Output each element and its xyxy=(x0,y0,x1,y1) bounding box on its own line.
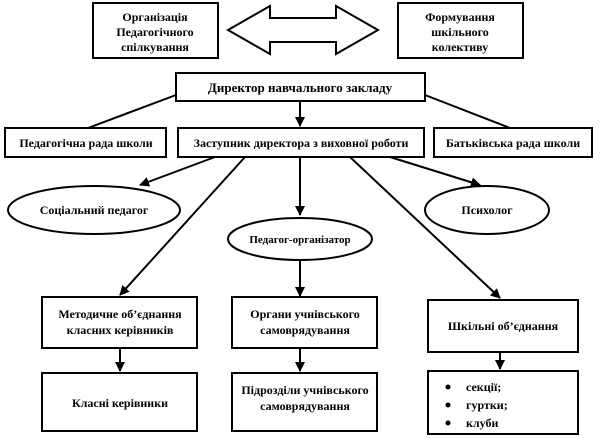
box-deputy xyxy=(177,127,425,158)
methodical-line-2: класних керівників xyxy=(67,323,174,337)
assoc-item: гуртки; xyxy=(466,398,508,412)
box-director xyxy=(175,72,426,102)
social-pedagogue-label: Соціальний педагог xyxy=(40,203,149,217)
director-label: Директор навчального закладу xyxy=(208,80,393,95)
box-self-gov xyxy=(231,296,378,349)
box-methodical xyxy=(41,296,198,349)
top-left-line-1: Організація xyxy=(122,10,188,24)
top-right-line-1: Формування xyxy=(425,10,495,24)
ellipse-organizer xyxy=(227,217,373,261)
bullet-icon xyxy=(445,402,451,408)
bullet-icon xyxy=(445,384,451,390)
box-parent-council xyxy=(433,127,593,158)
subdivisions-line-1: Підрозділи учнівського xyxy=(241,383,368,397)
box-subdivisions xyxy=(231,372,378,432)
line-director-parent-council xyxy=(424,94,511,129)
parent-council-label: Батьківська рада школи xyxy=(446,136,580,150)
line-director-ped-council xyxy=(87,94,177,129)
organizer-label: Педагог-організатор xyxy=(249,234,350,246)
arrow-deputy-methodical xyxy=(119,156,246,296)
self-gov-line-2: самоврядування xyxy=(260,323,350,337)
box-school-assoc xyxy=(427,299,579,353)
subdivisions-line-2: самоврядування xyxy=(260,399,350,413)
class-teachers-label: Класні керівники xyxy=(72,396,168,410)
bullet-icon xyxy=(445,420,451,426)
deputy-label: Заступник директора з виховної роботи xyxy=(194,136,409,150)
ellipse-social-pedagogue xyxy=(7,185,181,235)
top-right-line-2: шкільного xyxy=(431,25,489,39)
school-assoc-label: Шкільні об’єднання xyxy=(448,319,559,333)
assoc-item: секції; xyxy=(466,380,501,394)
ped-council-label: Педагогічна рада школи xyxy=(19,136,152,150)
box-assoc-items xyxy=(427,370,579,435)
arrow-deputy-social xyxy=(139,156,216,187)
box-class-teachers xyxy=(41,372,198,432)
top-left-line-2: Педагогічного xyxy=(116,25,193,39)
double-arrow-icon xyxy=(225,4,381,56)
ellipse-psychologist xyxy=(424,185,550,235)
box-top-right xyxy=(397,2,524,59)
box-ped-council xyxy=(4,127,167,158)
arrow-deputy-psych xyxy=(389,156,481,188)
top-right-line-3: колективу xyxy=(432,40,488,54)
arrow-deputy-assoc xyxy=(349,156,501,299)
psychologist-label: Психолог xyxy=(461,203,513,217)
assoc-item: клуби xyxy=(466,416,498,430)
top-left-line-3: спілкування xyxy=(121,40,189,54)
methodical-line-1: Методичне об’єднання xyxy=(58,307,182,321)
self-gov-line-1: Органи учнівського xyxy=(250,307,360,321)
box-top-left xyxy=(92,2,219,59)
